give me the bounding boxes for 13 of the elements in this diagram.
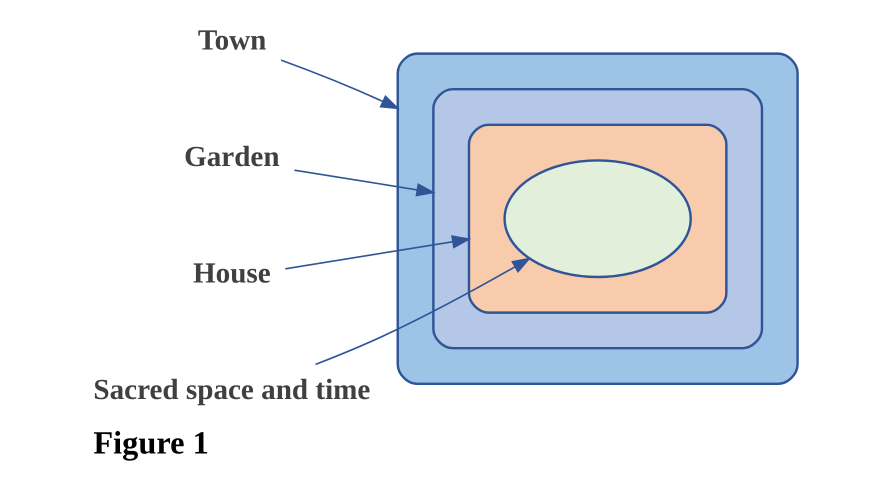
node-text: Garden	[184, 140, 280, 173]
node-ellipse	[502, 159, 692, 278]
node-text: Sacred space and time	[92, 374, 370, 406]
arrow	[314, 257, 531, 366]
node-text: House	[192, 257, 270, 290]
node-text: Town	[197, 24, 266, 56]
arrow	[280, 59, 400, 110]
arrow	[284, 235, 471, 270]
cluster	[396, 52, 798, 386]
arrow	[294, 169, 436, 197]
caption: Figure 1	[92, 425, 208, 462]
cluster	[432, 88, 763, 350]
cluster	[467, 124, 728, 314]
